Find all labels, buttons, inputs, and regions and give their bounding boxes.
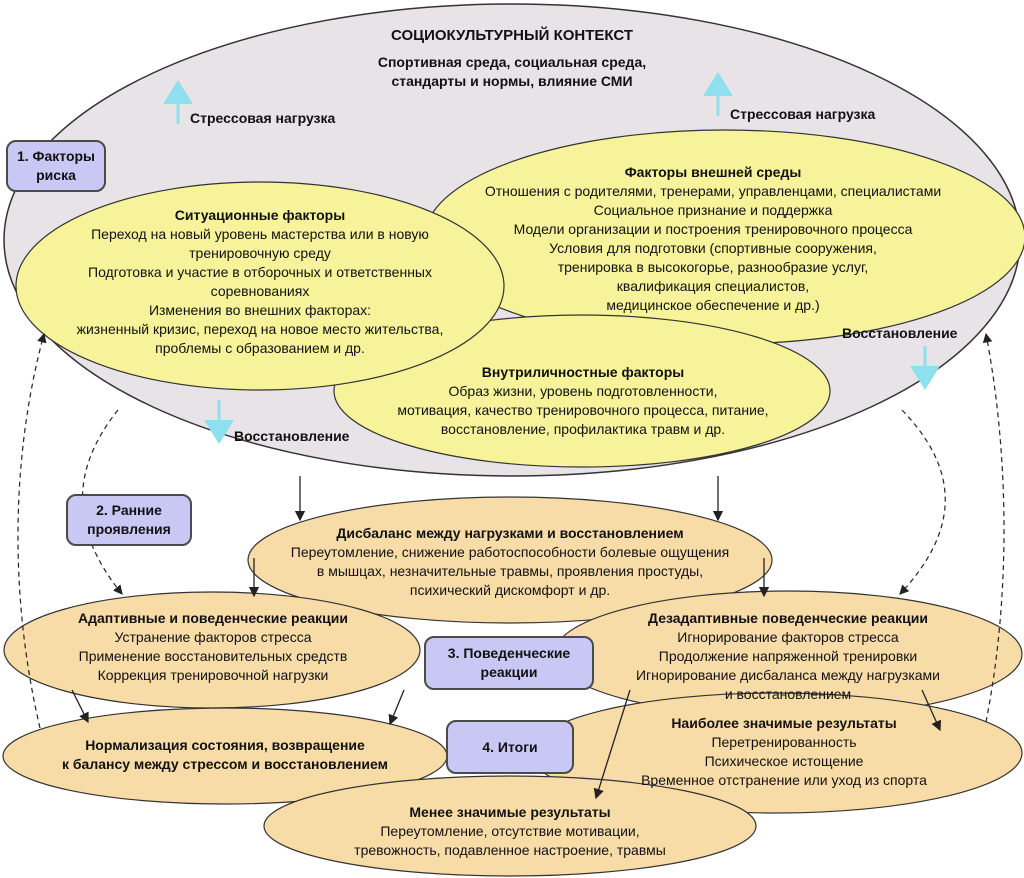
situational-factors-ellipse (15, 181, 505, 391)
adaptive-title: Адаптивные и поведенческие реакции (78, 610, 348, 626)
context-block: СОЦИОКУЛЬТУРНЫЙ КОНТЕКСТ Спортивная сред… (312, 26, 712, 91)
minor-results-line-2: тревожность, подавленное настроение, тра… (354, 842, 666, 858)
stage-box-early: 2. Ранние проявления (66, 494, 192, 546)
maladaptive-title: Дезадаптивные поведенческие реакции (648, 610, 928, 626)
context-line-2: стандарты и нормы, влияние СМИ (391, 73, 633, 89)
situational-text: Ситуационные факторы Переход на новый ур… (30, 206, 490, 358)
major-results-title: Наиболее значимые результаты (671, 715, 897, 731)
imbalance-line-3: психический дискомфорт и др. (409, 582, 611, 598)
stage-box-early-line-1: 2. Ранние (96, 502, 162, 518)
imbalance-text: Дисбаланс между нагрузками и восстановле… (262, 524, 758, 600)
adaptive-line-2: Применение восстановительных средств (78, 648, 348, 664)
stage-box-behavior-line-2: реакции (480, 664, 538, 680)
situational-line-3: Подготовка и участие в отборочных и отве… (88, 264, 432, 280)
normalization-text: Нормализация состояния, возвращение к ба… (30, 736, 420, 774)
intrapersonal-line-1: Образ жизни, уровень подготовленности, (448, 383, 718, 399)
minor-results-ellipse (263, 775, 757, 877)
external-line-3: Модели организации и построения трениров… (513, 221, 913, 237)
major-results-line-2: Психическое истощение (704, 753, 864, 769)
external-line-5: тренировка в высокогорье, разнообразие у… (557, 259, 869, 275)
arrow-adaptive-to-normalization-right (388, 689, 405, 726)
external-title: Факторы внешней среды (624, 164, 802, 180)
major-results-text: Наиболее значимые результаты Перетрениро… (606, 714, 962, 790)
maladaptive-line-4: и восстановлением (724, 686, 852, 702)
external-line-2: Социальное признание и поддержка (593, 202, 833, 218)
situational-title: Ситуационные факторы (174, 207, 346, 223)
recovery-label-left: Восстановление (234, 428, 350, 444)
intrapersonal-factors-ellipse (333, 314, 831, 468)
adaptive-line-3: Коррекция тренировочной нагрузки (97, 667, 329, 683)
external-line-4: Условия для подготовки (спортивные соору… (549, 240, 877, 256)
external-line-6: квалификация специалистов, (616, 278, 810, 294)
intrapersonal-line-2: мотивация, качество тренировочного проце… (397, 402, 769, 418)
major-results-line-1: Перетренированность (711, 734, 857, 750)
dashed-arrow-normalization-to-context (17, 332, 47, 729)
external-line-7: медицинское обеспечение и др.) (606, 297, 820, 313)
stage-box-risk-line-1: 1. Факторы (16, 148, 96, 164)
intrapersonal-line-3: восстановление, профилактика травм и др. (440, 421, 726, 437)
arrow-maladaptive-to-major (921, 689, 942, 732)
imbalance-line-2: в мышцах, незначительные травмы, проявле… (316, 563, 704, 579)
situational-line-6: жизненный кризис, переход на новое место… (76, 321, 444, 337)
minor-results-title: Менее значимые результаты (409, 804, 611, 820)
arrow-adaptive-to-normalization-left (71, 689, 89, 724)
recovery-label-right: Восстановление (842, 325, 958, 341)
situational-line-5: Изменения во внешних факторах: (148, 302, 372, 318)
intrapersonal-text: Внутриличностные факторы Образ жизни, ур… (360, 363, 806, 439)
adaptive-line-1: Устранение факторов стресса (114, 629, 312, 645)
minor-results-line-1: Переутомление, отсутствие мотивации, (380, 823, 640, 839)
stage-box-behavior-line-1: 3. Поведенческие (447, 645, 571, 661)
stage-box-early-line-2: проявления (87, 521, 171, 537)
imbalance-title: Дисбаланс между нагрузками и восстановле… (336, 525, 684, 541)
external-line-1: Отношения с родителями, тренерами, управ… (484, 183, 942, 199)
context-title: СОЦИОКУЛЬТУРНЫЙ КОНТЕКСТ (391, 27, 633, 44)
minor-results-text: Менее значимые результаты Переутомление,… (320, 803, 700, 860)
dashed-arrow-major-to-context (982, 332, 1005, 723)
context-line-1: Спортивная среда, социальная среда, (377, 54, 647, 70)
stage-box-results: 4. Итоги (446, 720, 574, 774)
imbalance-ellipse (247, 496, 773, 624)
major-results-line-3: Временное отстранение или уход из спорта (641, 772, 927, 788)
adaptive-text: Адаптивные и поведенческие реакции Устра… (40, 609, 386, 685)
maladaptive-line-2: Продолжение напряженной тренировки (658, 648, 918, 664)
dashed-arrow-context-to-maladaptive (899, 409, 946, 595)
intrapersonal-title: Внутриличностные факторы (481, 364, 685, 380)
situational-line-4: соревнованиях (210, 283, 310, 299)
arrow-maladaptive-to-minor (593, 689, 631, 800)
external-text: Факторы внешней среды Отношения с родите… (452, 163, 974, 315)
stress-label-left: Стрессовая нагрузка (190, 110, 336, 126)
stage-box-behavior: 3. Поведенческие реакции (424, 636, 594, 690)
stage-box-risk-line-2: риска (36, 167, 76, 183)
stage-box-results-label: 4. Итоги (482, 738, 538, 755)
stress-label-right: Стрессовая нагрузка (730, 106, 876, 122)
maladaptive-text: Дезадаптивные поведенческие реакции Игно… (600, 609, 976, 704)
situational-line-2: тренировочную среду (189, 245, 331, 261)
normalization-line-1: Нормализация состояния, возвращение (85, 737, 365, 753)
stage-box-risk: 1. Факторы риска (6, 140, 106, 192)
situational-line-7: проблемы с образованием и др. (155, 340, 365, 356)
imbalance-line-1: Переутомление, снижение работоспособност… (290, 544, 730, 560)
situational-line-1: Переход на новый уровень мастерства или … (91, 226, 429, 242)
normalization-line-2: к балансу между стрессом и восстановлени… (62, 756, 388, 772)
maladaptive-line-3: Игнорирование дисбаланса между нагрузкам… (635, 667, 940, 683)
maladaptive-line-1: Игнорирование факторов стресса (677, 629, 899, 645)
